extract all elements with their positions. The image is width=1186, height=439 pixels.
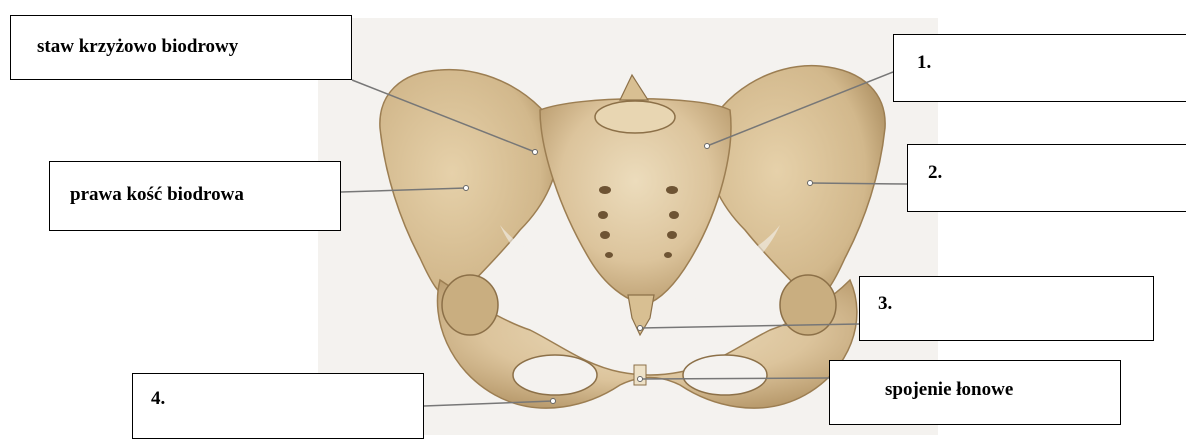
leader-2	[810, 183, 907, 184]
label-3-text: 3.	[878, 293, 892, 315]
right-acetabulum	[442, 275, 498, 335]
label-box-right-hip: prawa kość biodrowa	[49, 161, 341, 231]
left-obturator-foramen	[683, 355, 767, 395]
label-box-1: 1.	[893, 34, 1186, 102]
vertebral-process	[620, 75, 648, 100]
label-box-4: 4.	[132, 373, 424, 439]
label-box-2: 2.	[907, 144, 1186, 212]
sacral-base	[595, 101, 675, 133]
label-1-text: 1.	[917, 52, 931, 74]
leader-symphysis	[640, 378, 829, 379]
label-sacroiliac-text: staw krzyżowo biodrowy	[37, 36, 238, 58]
label-box-symphysis: spojenie łonowe	[829, 360, 1121, 425]
right-obturator-foramen	[513, 355, 597, 395]
label-right-hip-text: prawa kość biodrowa	[70, 184, 244, 206]
label-4-text: 4.	[151, 388, 165, 410]
label-2-text: 2.	[928, 162, 942, 184]
label-box-3: 3.	[859, 276, 1154, 341]
label-box-sacroiliac: staw krzyżowo biodrowy	[10, 15, 352, 80]
label-symphysis-text: spojenie łonowe	[885, 379, 1013, 401]
